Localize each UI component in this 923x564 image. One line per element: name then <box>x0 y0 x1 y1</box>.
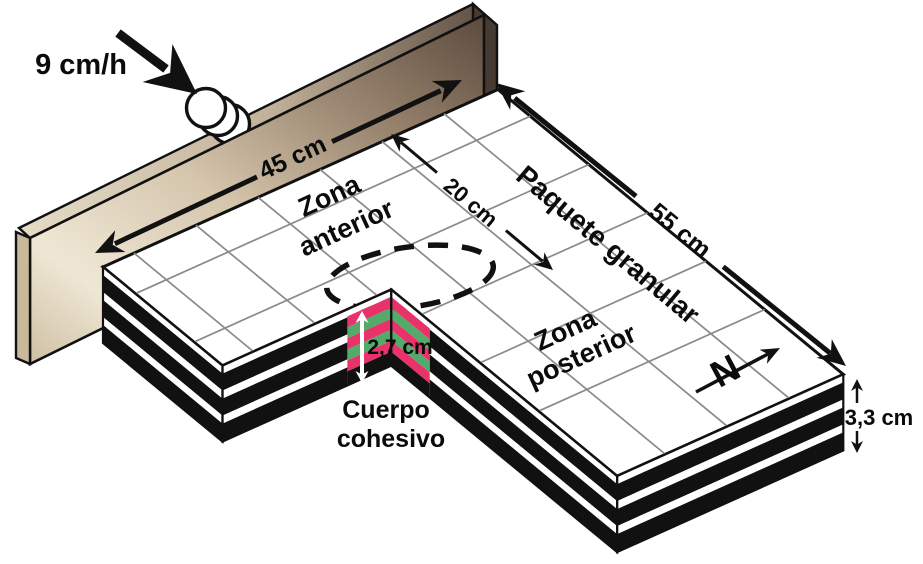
north-arrowhead <box>759 348 780 364</box>
dim-27-arrowhead <box>355 311 369 323</box>
grid-line <box>319 168 667 456</box>
dim-20-arrowhead <box>534 252 553 270</box>
layer-faces <box>101 264 845 555</box>
injection-rate-label: 9 cm/h <box>35 49 127 81</box>
dim-27cm-label: 2,7 cm <box>367 336 432 359</box>
dim-55-line <box>513 96 638 199</box>
dim-45-arrowhead <box>431 80 462 103</box>
grid-line <box>257 196 379 297</box>
dimension-arrows <box>95 29 863 453</box>
wall-left-cap <box>14 230 32 366</box>
piston-rod <box>184 86 252 146</box>
dim-20-arrowhead <box>391 134 410 152</box>
dim-27-arrowhead <box>355 371 369 383</box>
dim-20-line <box>400 141 438 174</box>
dim-45-line <box>331 88 442 144</box>
grid-line <box>135 115 531 295</box>
dim-55-arrowhead <box>496 83 526 110</box>
grid-line <box>133 252 255 353</box>
cohesive-body-right-limb <box>391 289 430 398</box>
dashed-circle-outline <box>323 242 497 312</box>
dim-55-arrowhead <box>816 339 846 366</box>
grid-line <box>381 140 729 428</box>
dim-55-line <box>721 264 833 356</box>
dashed-circle <box>323 242 497 312</box>
face-outline <box>615 372 845 554</box>
dim-33-arrowhead <box>851 379 863 391</box>
north-arrow-line <box>695 352 769 394</box>
injection-arrow-shaft <box>115 29 169 73</box>
dim-33cm-label: 3,3 cm <box>845 405 914 430</box>
surface-grid <box>133 113 791 456</box>
grid-line <box>195 224 317 325</box>
injection-arrowhead <box>142 44 197 94</box>
anterior-front-layers <box>222 309 348 442</box>
grid-line <box>443 113 791 400</box>
grid-line <box>538 308 766 412</box>
grid-line <box>193 163 590 343</box>
dim-20-line <box>504 229 544 263</box>
left-side-layers <box>103 267 223 442</box>
dim-45-line <box>113 174 259 246</box>
piston-segment-1 <box>184 86 228 130</box>
posterior-front-layers <box>617 374 844 553</box>
dim-33-arrowhead <box>851 441 863 453</box>
cohesive-body-left-limb <box>347 289 392 386</box>
dim-45-arrowhead <box>95 230 126 253</box>
grid-line <box>479 260 707 364</box>
cohesive-body-line1: Cuerpo <box>342 396 430 424</box>
posterior-left-layers <box>429 321 618 553</box>
cohesive-body-line2: cohesivo <box>337 425 445 453</box>
